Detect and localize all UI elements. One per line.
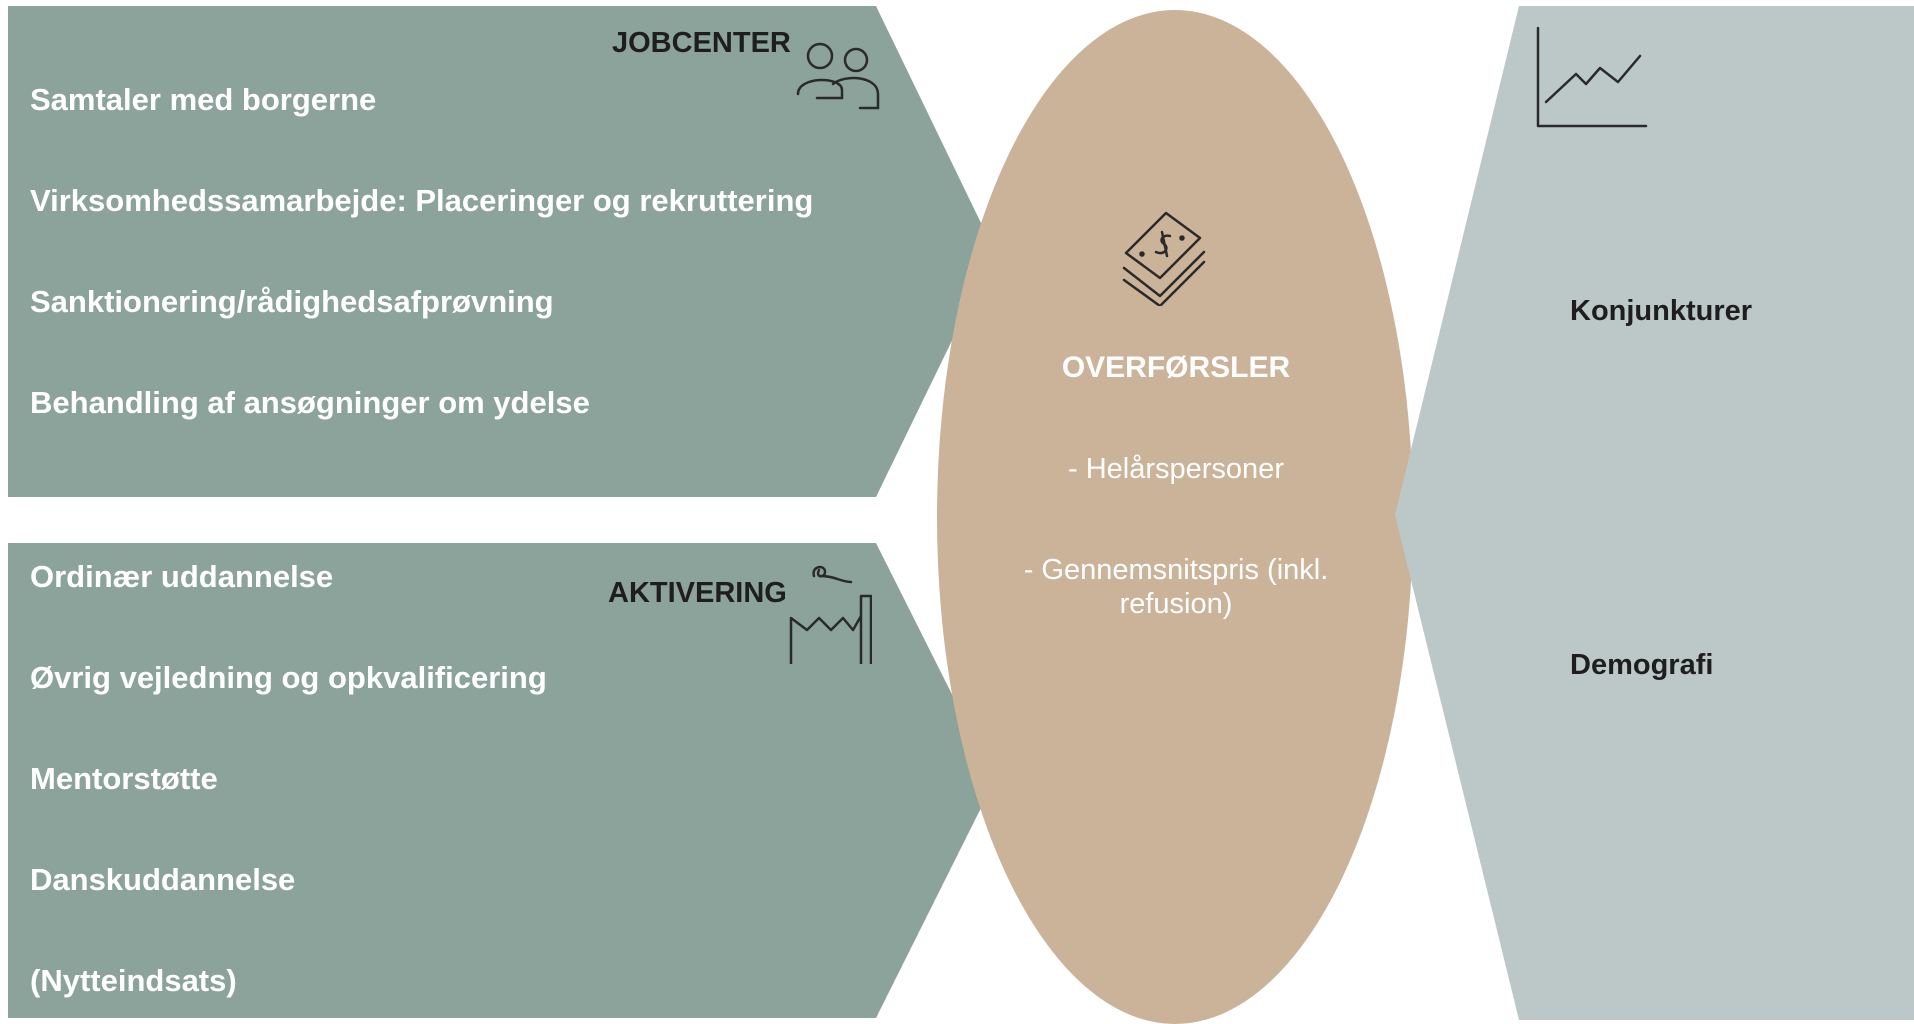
driver-konjunkturer: Konjunkturer [1570,295,1753,327]
aktivering-item-1: Ordinær uddannelse [30,559,334,594]
money-icon [1122,211,1206,306]
aktivering-title: AKTIVERING [608,577,787,609]
factory-icon [789,565,872,664]
aktivering-item-3: Mentorstøtte [30,761,218,796]
people-icon [796,42,880,110]
jobcenter-item-3: Sanktionering/rådighedsafprøvning [30,284,554,319]
jobcenter-arrow-shape [8,6,995,497]
aktivering-arrow-shape [8,543,995,1018]
line-chart-icon [1536,26,1648,128]
drivers-chevron-shape [1395,6,1914,1020]
overfoersler-ellipse [937,10,1413,1024]
aktivering-item-5: (Nytteindsats) [30,963,237,998]
aktivering-item-4: Danskuddannelse [30,862,296,897]
jobcenter-item-4: Behandling af ansøgninger om ydelse [30,385,590,420]
overfoersler-item-2: - Gennemsnitspris (inkl. refusion) [1023,554,1329,620]
driver-demografi: Demografi [1570,649,1714,681]
jobcenter-item-1: Samtaler med borgerne [30,82,377,117]
jobcenter-item-2: Virksomhedssamarbejde: Placeringer og re… [30,183,814,218]
overfoersler-title: OVERFØRSLER [1061,351,1291,384]
overfoersler-item-1: - Helårspersoner [1068,453,1284,485]
jobcenter-title: JOBCENTER [612,27,791,59]
aktivering-item-2: Øvrig vejledning og opkvalificering [30,660,547,695]
